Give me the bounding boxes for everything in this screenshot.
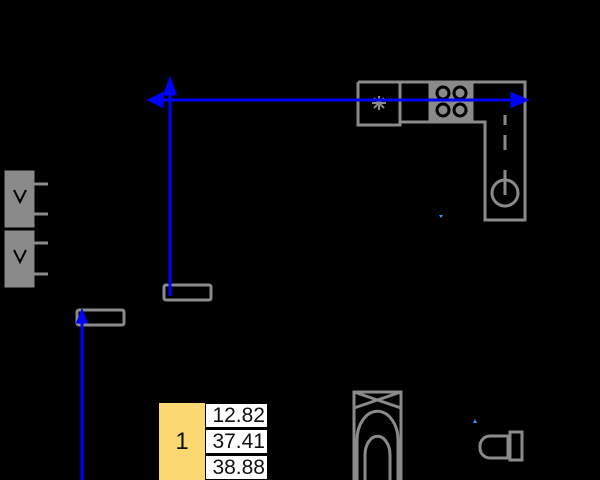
fridge-icon (372, 96, 386, 110)
cooktop-icon (428, 80, 474, 124)
room-tag-value: 12.82 (205, 403, 268, 428)
room-tag-number: 1 (159, 403, 205, 480)
room-tag-value: 38.88 (205, 455, 268, 480)
room-tag-value: 37.41 (205, 429, 268, 454)
arrow-head-icon (146, 91, 164, 109)
arrow-head-icon (162, 75, 178, 96)
marker-icon (473, 419, 477, 423)
bathtub-icon (352, 390, 403, 480)
sink-icon (490, 115, 520, 208)
marker-icon (439, 215, 443, 218)
arrow-head-icon (510, 91, 530, 109)
electrical-panel-icon (4, 170, 48, 288)
toilet-icon (478, 430, 524, 462)
arrow-head-icon (75, 307, 89, 324)
kitchen-counter (356, 80, 527, 222)
radiator-icon (162, 283, 213, 302)
radiator-icon (75, 308, 126, 327)
